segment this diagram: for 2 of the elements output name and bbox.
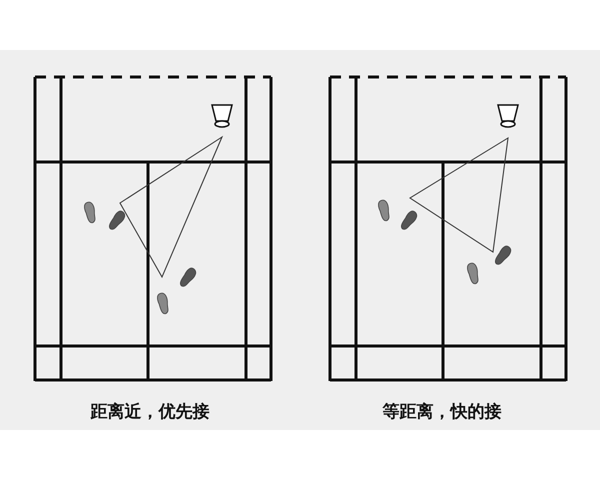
caption: 等距离，快的接 (382, 401, 502, 423)
caption: 距离近，优先接 (90, 401, 210, 423)
